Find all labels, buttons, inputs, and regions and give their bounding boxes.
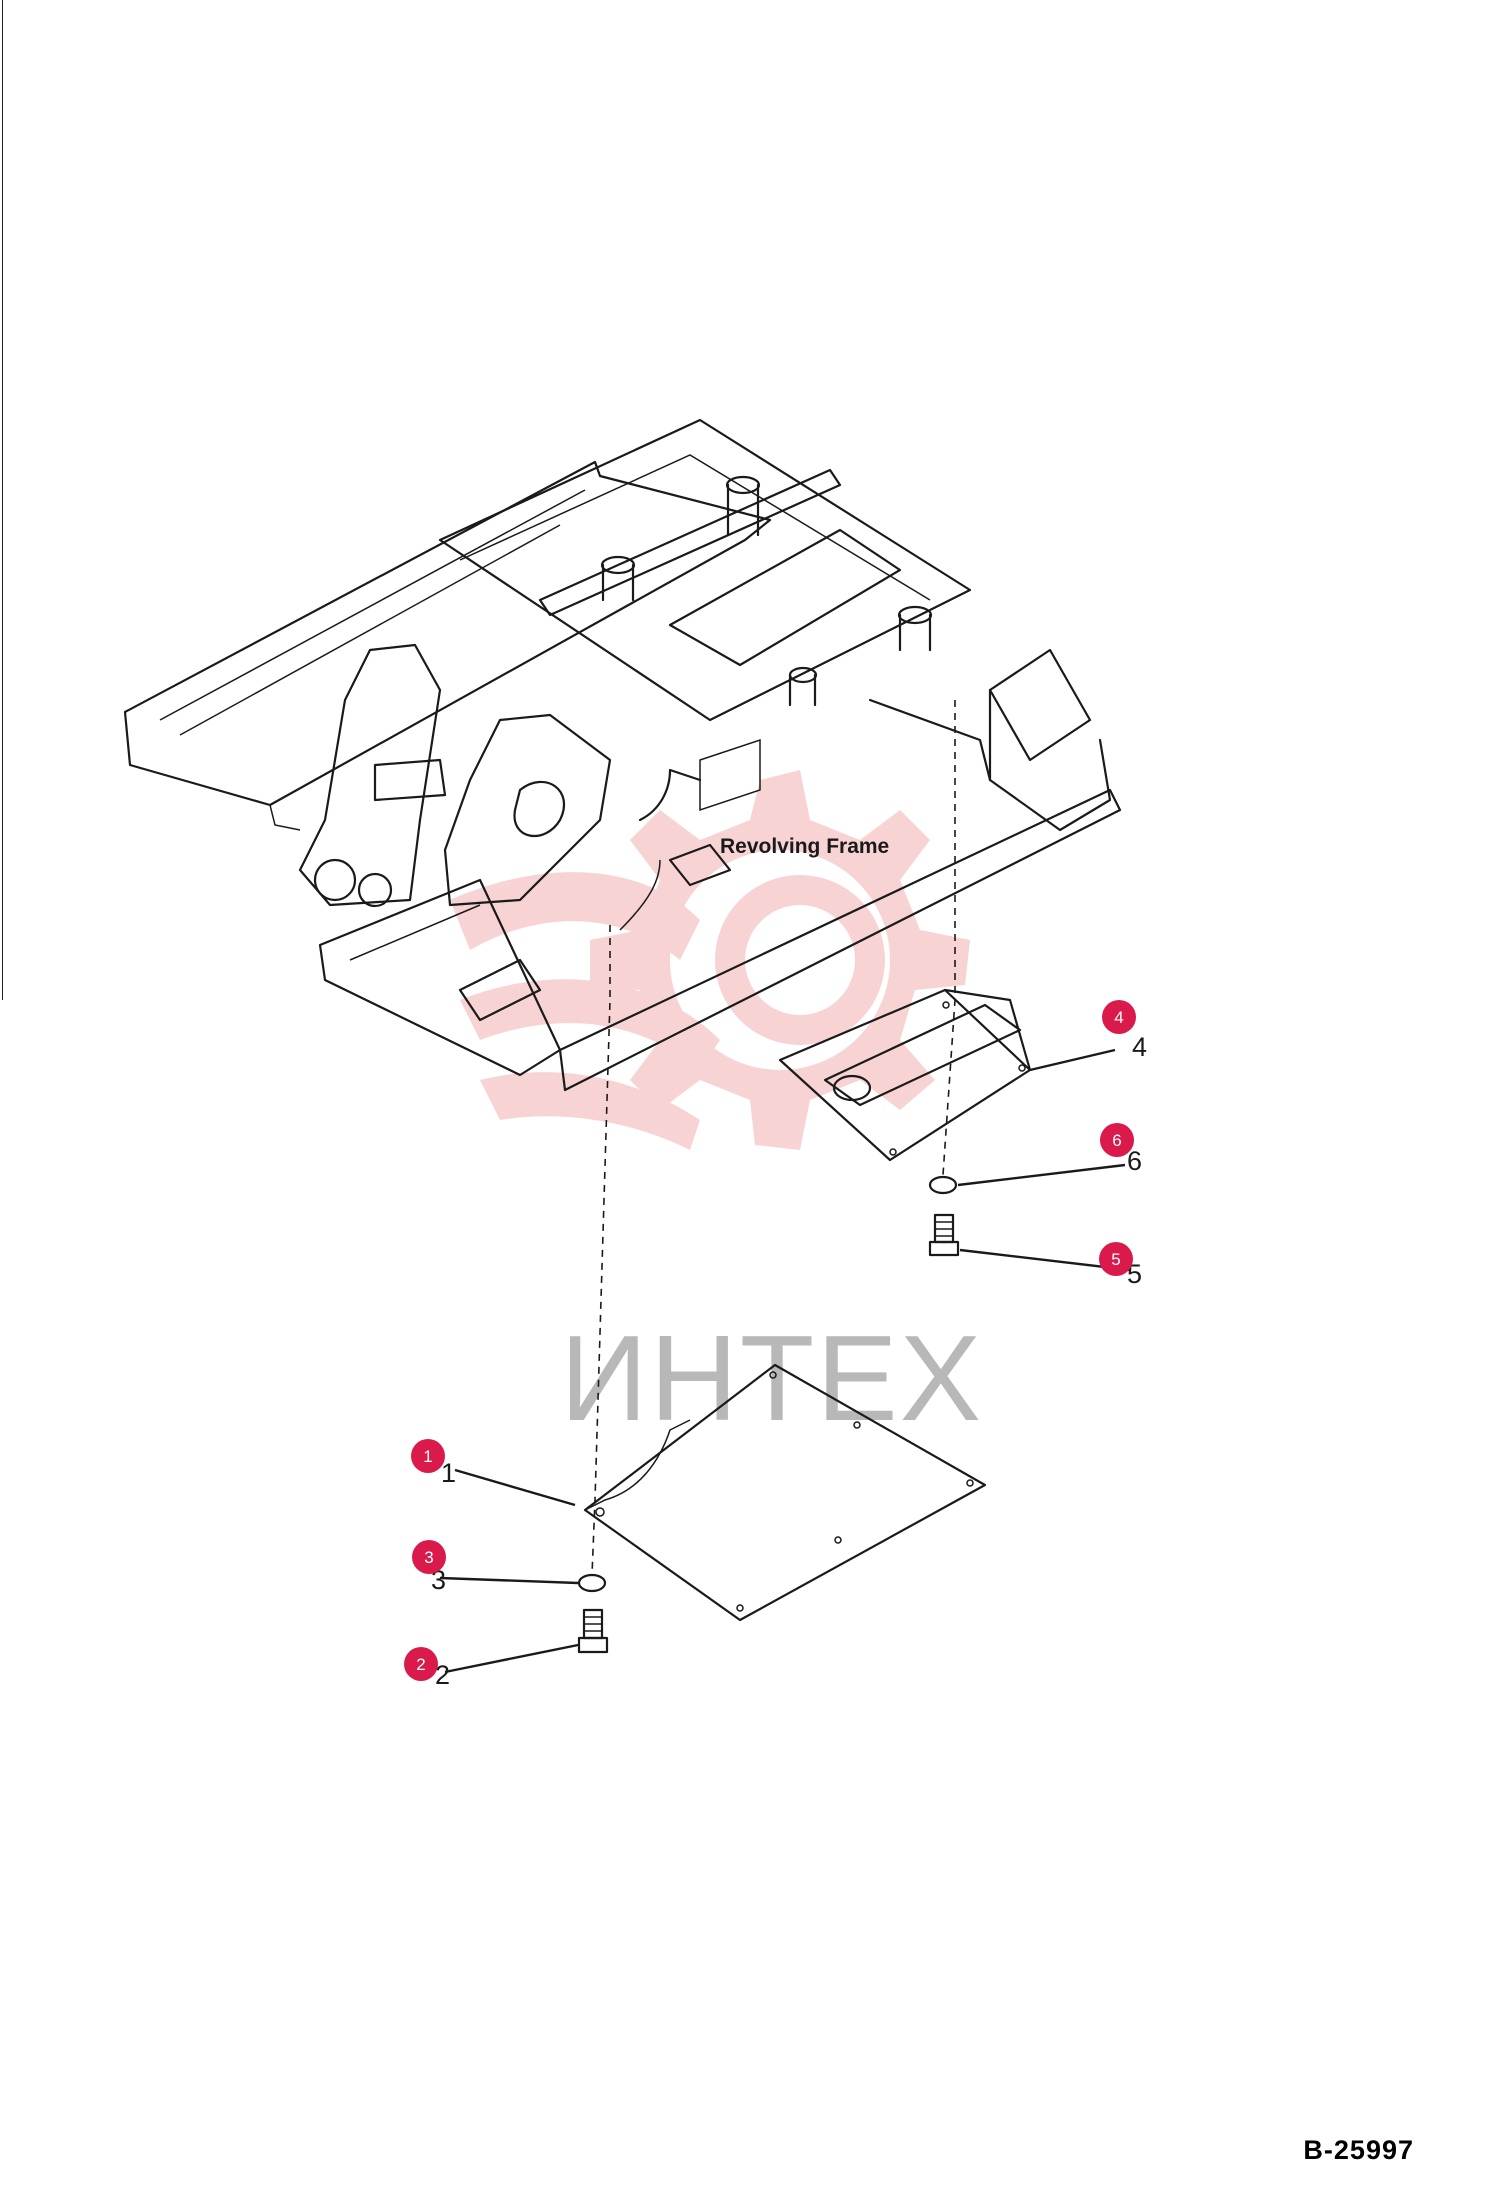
part-2-bolt [577,1608,609,1654]
printed-number-4: 4 [1132,1032,1147,1062]
leader-4 [1029,1048,1116,1072]
printed-number-6: 6 [1127,1146,1142,1176]
part-5-bolt [928,1213,960,1257]
watermark-logo [450,770,970,1150]
leader-1 [454,1468,576,1507]
callout-badge-5-label: 5 [1111,1250,1120,1269]
revolving-frame-drawing [123,418,1122,1092]
watermark-text: ИНТЕХ [560,1310,983,1446]
page-border [2,0,3,1000]
leader-2 [444,1643,579,1674]
part-6-washer [928,1175,958,1195]
callout-badge-2[interactable]: 2 [404,1647,438,1681]
callout-badge-6[interactable]: 6 [1100,1123,1134,1157]
callout-badge-2-label: 2 [416,1655,425,1674]
part-3-washer [577,1573,607,1593]
callout-badge-1-label: 1 [423,1447,432,1466]
callout-badge-6-label: 6 [1112,1131,1121,1150]
leader-6 [957,1163,1126,1187]
assembly-line-right [942,700,956,1176]
drawing-number: B-25997 [1303,2135,1414,2165]
callout-badge-4[interactable]: 4 [1102,1000,1136,1034]
callout-badge-5[interactable]: 5 [1099,1242,1133,1276]
part-1-under-cover [583,1363,987,1622]
callout-badge-4-label: 4 [1114,1008,1123,1027]
assembly-line-left [591,925,611,1576]
callout-badge-3[interactable]: 3 [412,1540,446,1574]
leader-3 [439,1576,579,1585]
printed-number-1: 1 [441,1458,456,1488]
callout-badge-1[interactable]: 1 [411,1439,445,1473]
printed-number-2: 2 [435,1660,450,1690]
callout-badge-3-label: 3 [424,1548,433,1567]
revolving-frame-label: Revolving Frame [720,835,889,858]
